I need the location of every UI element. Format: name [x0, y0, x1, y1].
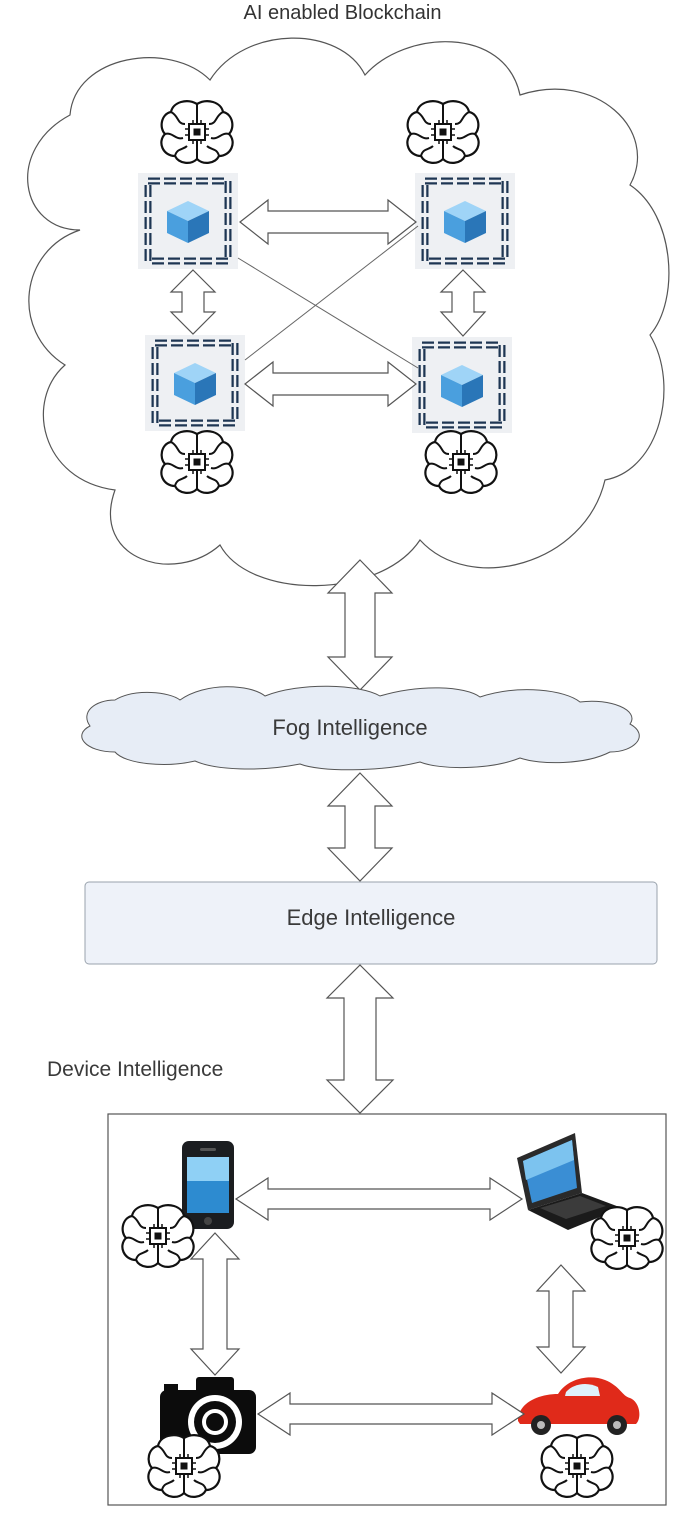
double-arrow: [535, 1264, 587, 1374]
double-arrow: [244, 360, 417, 408]
brain-chip-icon: [160, 430, 234, 494]
node-link: [237, 257, 419, 369]
brain-chip-icon: [406, 100, 480, 164]
brain-chip-icon: [424, 430, 498, 494]
blockchain-block-icon: [412, 337, 512, 433]
double-arrow: [234, 1176, 524, 1222]
brain-chip-icon: [121, 1204, 195, 1268]
brain-chip-icon: [540, 1434, 614, 1498]
brain-chip-icon: [590, 1206, 664, 1270]
smartphone-icon: [182, 1141, 234, 1229]
fog-cloud: [81, 685, 640, 771]
edge-intelligence-label: Edge Intelligence: [286, 905, 456, 930]
blockchain-cloud: [27, 37, 670, 587]
diagram-title: AI enabled Blockchain: [243, 2, 442, 24]
laptop-icon: [517, 1133, 622, 1230]
fog-intelligence-label: Fog Intelligence: [272, 715, 428, 740]
brain-chip-icon: [147, 1434, 221, 1498]
device-intelligence-label: Device Intelligence: [47, 1058, 224, 1081]
brain-chip-icon: [160, 100, 234, 164]
double-arrow: [439, 269, 487, 337]
double-arrow: [256, 1391, 526, 1437]
double-arrow: [239, 198, 417, 246]
blockchain-block-icon: [138, 173, 238, 269]
double-arrow: [169, 269, 217, 335]
edge-box: [84, 881, 658, 965]
car-icon: [518, 1377, 640, 1435]
fog-edge-arrow: [326, 772, 394, 882]
double-arrow: [189, 1232, 241, 1376]
blockchain-block-icon: [145, 335, 245, 431]
node-link: [244, 225, 419, 361]
edge-device-arrow: [325, 964, 395, 1114]
blockchain-block-icon: [415, 173, 515, 269]
